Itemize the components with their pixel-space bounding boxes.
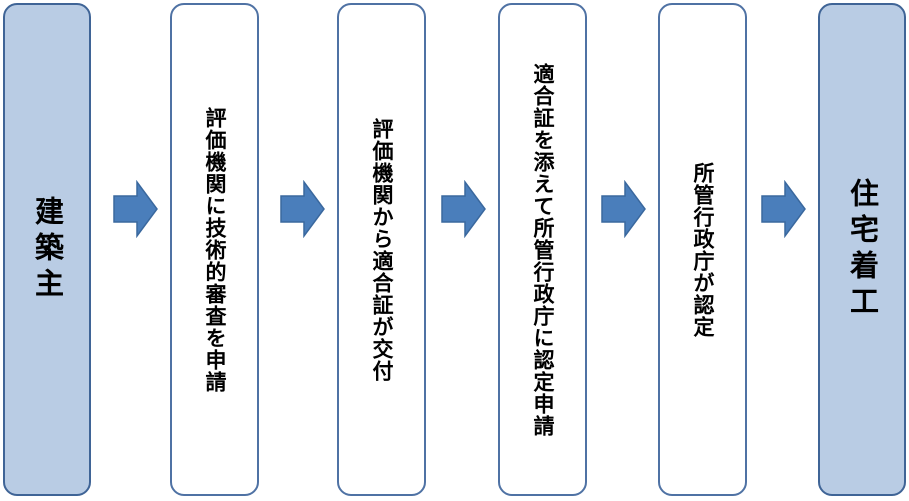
right-arrow-icon bbox=[441, 180, 486, 238]
right-arrow-icon bbox=[761, 180, 806, 238]
right-arrow-icon bbox=[601, 180, 646, 238]
right-arrow-icon bbox=[113, 180, 158, 238]
step-certification-application-box: 適合証を添えて所管行政庁に認定申請 bbox=[498, 3, 587, 496]
step-owner-box: 建築主 bbox=[3, 3, 91, 496]
step-certified-box: 所管行政庁が認定 bbox=[658, 3, 747, 496]
right-arrow-icon bbox=[280, 180, 325, 238]
step-construction-start-box: 住宅着工 bbox=[818, 3, 906, 496]
step-certificate-issued-label: 評価機関から適合証が交付 bbox=[370, 117, 394, 382]
step-review-request-box: 評価機関に技術的審査を申請 bbox=[170, 3, 259, 496]
step-construction-start-label: 住宅着工 bbox=[845, 177, 880, 322]
step-certified-label: 所管行政庁が認定 bbox=[691, 161, 715, 338]
step-certificate-issued-box: 評価機関から適合証が交付 bbox=[337, 3, 426, 496]
step-review-request-label: 評価機関に技術的審査を申請 bbox=[203, 106, 227, 393]
step-certification-application-label: 適合証を添えて所管行政庁に認定申請 bbox=[531, 62, 555, 437]
step-owner-label: 建築主 bbox=[30, 195, 65, 304]
